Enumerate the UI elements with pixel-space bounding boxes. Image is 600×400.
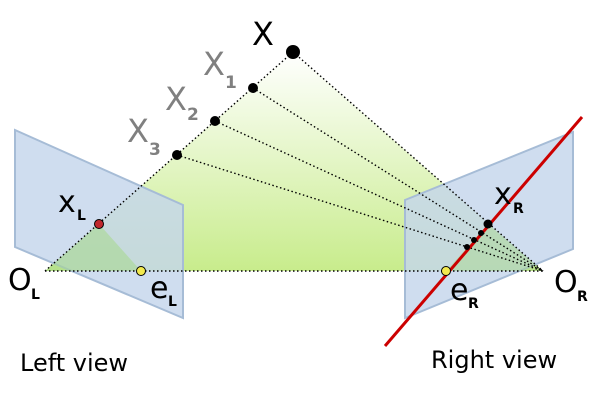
point-xR — [483, 219, 493, 229]
label-eR-sub: R — [468, 296, 479, 312]
label-eR: e — [450, 273, 468, 308]
point-X3-projection — [464, 244, 470, 250]
epipole-right — [441, 266, 451, 276]
ray-X1-to-right — [252, 87, 544, 272]
ray-left-to-X — [44, 51, 294, 272]
point-X2-projection — [471, 237, 477, 243]
point-X — [286, 45, 300, 59]
label-eL: e — [150, 271, 168, 306]
point-X3 — [172, 150, 182, 160]
point-xL — [94, 219, 104, 229]
label-X1-sub: 1 — [225, 73, 237, 93]
ray-X2-to-right — [214, 120, 544, 272]
label-xR-sub: R — [513, 201, 524, 217]
caption-left-view: Left view — [20, 349, 128, 377]
epipole-left — [136, 266, 146, 276]
label-X2: X — [165, 80, 187, 118]
label-X: X — [252, 15, 274, 53]
point-X1-projection — [478, 230, 484, 236]
ray-X-to-right — [292, 51, 544, 272]
projection-rays — [44, 51, 544, 272]
label-OR: O — [554, 265, 578, 300]
label-OL-sub: L — [31, 287, 40, 303]
point-X1 — [248, 83, 258, 93]
point-X2 — [210, 116, 220, 126]
label-X2-sub: 2 — [187, 105, 199, 125]
label-OL: O — [8, 263, 32, 298]
label-OR-sub: R — [577, 289, 588, 305]
caption-right-view: Right view — [431, 346, 557, 374]
left-plane-triangle-region — [45, 224, 141, 271]
label-X3: X — [127, 112, 149, 150]
label-eL-sub: L — [168, 294, 177, 310]
label-xL-sub: L — [77, 208, 86, 224]
label-xR: x — [494, 177, 512, 212]
right-plane-triangle-region — [446, 224, 543, 271]
label-X3-sub: 3 — [149, 140, 161, 160]
label-xL: x — [58, 185, 76, 220]
label-X1: X — [203, 45, 225, 83]
